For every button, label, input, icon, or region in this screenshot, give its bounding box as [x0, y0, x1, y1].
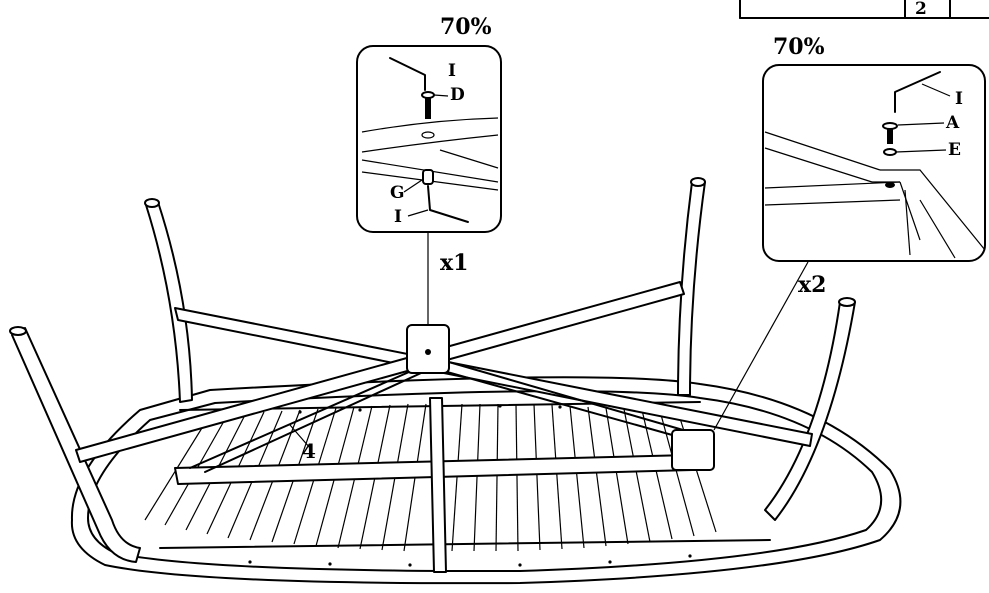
frame-bolts: [248, 404, 692, 567]
detail-callout-top: 70% I D G I x1: [356, 14, 502, 325]
table-legs: [9, 177, 856, 563]
svg-text:I: I: [448, 61, 456, 81]
parts-table-fragment: 2: [739, 0, 989, 19]
svg-text:I: I: [955, 89, 963, 109]
svg-text:A: A: [945, 113, 960, 133]
tabletop: [70, 376, 902, 585]
detail-callout-right: 70% I A E x2: [713, 34, 986, 431]
scale-label-right: 70%: [773, 34, 825, 60]
quantity-label-corner: x2: [798, 272, 826, 298]
svg-text:E: E: [948, 140, 961, 160]
step-number: 4: [302, 439, 316, 463]
svg-text:I: I: [394, 207, 402, 227]
scale-label-top: 70%: [440, 14, 492, 40]
svg-text:D: D: [450, 85, 465, 105]
cross-braces: [75, 281, 813, 473]
quantity-label-center: x1: [440, 250, 468, 276]
svg-text:G: G: [390, 183, 405, 203]
table-cell-text: 2: [915, 0, 927, 19]
